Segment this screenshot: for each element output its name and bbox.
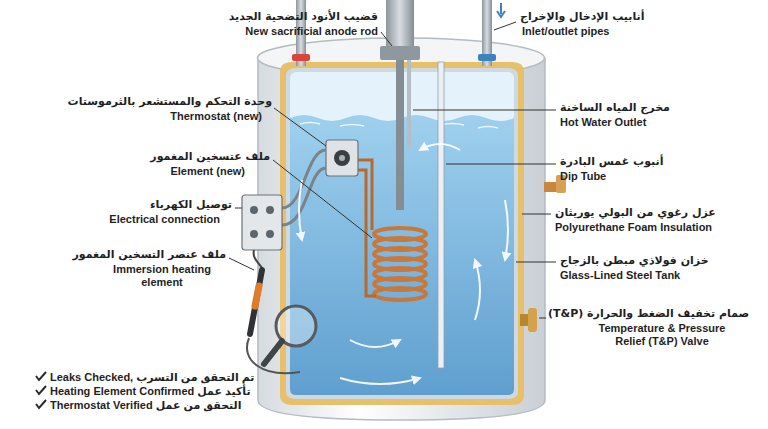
part-label: أنابيب الإدخال والإخراج (520, 11, 644, 24)
checklist-item: Heating Element Confirmed تأكيد عمل (50, 385, 251, 398)
part-label: Dip Tube (560, 170, 606, 183)
circulation-arrow (505, 200, 508, 260)
magnifier-handle (264, 341, 282, 364)
leader-line (539, 318, 546, 319)
part-label: Thermostat (new) (170, 110, 262, 123)
part-label: مخرج المياه الساخنة (560, 102, 670, 115)
cold-ring (478, 54, 496, 61)
circulation-arrow (350, 340, 400, 347)
leader-lines (229, 22, 556, 318)
leader-line (494, 22, 516, 30)
check-marks (36, 372, 46, 408)
part-label: ملف عتسخين المغمور (150, 151, 270, 164)
part-label: صمام تخفيف الضغط والحرارة (T&P) (548, 308, 749, 321)
check-mark (36, 400, 46, 408)
circulation-arrow (420, 144, 460, 150)
leader-line (522, 214, 551, 215)
part-label: توصيل الكهرباء (150, 199, 232, 212)
hot-ring (292, 54, 310, 61)
check-mark (36, 386, 46, 394)
element-lead (358, 160, 376, 296)
part-label: وحدة التحكم والمستشعر بالثرموستات (68, 96, 272, 109)
leader-line (446, 164, 556, 165)
part-label: Electrical connection (109, 213, 220, 226)
leader-line (235, 208, 242, 209)
part-label: Inlet/outlet pipes (522, 25, 609, 38)
thermostat-dial-center (339, 155, 345, 161)
part-label: عزل رغوي من البولي يوريثان (555, 207, 716, 220)
anode-rod (396, 60, 404, 210)
anode-fitting (380, 46, 420, 60)
checklist-item: Thermostat Verified التحقق من عمل (50, 399, 241, 412)
tester-probe (250, 270, 262, 334)
anode-fitting-pipe (386, 0, 414, 50)
terminal (250, 206, 258, 214)
cold-inflow-arrow (497, 3, 505, 17)
part-label: Temperature & Pressure Relief (T&P) Valv… (587, 322, 737, 347)
part-label: Hot Water Outlet (560, 116, 646, 129)
coil-turn (374, 288, 426, 300)
thermostat-dial (334, 150, 350, 166)
part-label: Element (new) (170, 165, 245, 178)
power-wire (282, 150, 326, 208)
part-label: Immersion heating element (102, 263, 222, 288)
tester-probe-grip (255, 286, 259, 306)
circulation-arrow (340, 378, 420, 384)
part-label: ملف عنصر التسخين المغمور (72, 249, 226, 262)
circulation-arrows (299, 144, 508, 384)
terminal (266, 206, 274, 214)
circulation-arrow (475, 260, 480, 320)
circulation-arrow (299, 180, 302, 240)
leader-line (381, 32, 392, 46)
tp-valve (528, 308, 537, 332)
heating-coil (374, 228, 426, 300)
part-label: Glass-Lined Steel Tank (560, 269, 680, 282)
thermostat-box (326, 140, 358, 176)
leader-line (229, 258, 254, 270)
dip-tube (438, 62, 444, 368)
part-label: Polyurethane Foam Insulation (555, 221, 712, 234)
part-label: New sacrificial anode rod (245, 25, 378, 38)
terminal (250, 230, 258, 238)
check-mark (36, 372, 46, 380)
checklist-item: Leaks Checked, تم التحقق من التسرب (50, 371, 255, 384)
part-label: قضيب الأنود التضحية الجديد (229, 11, 378, 24)
tank-shell (258, 58, 545, 420)
electrical-box (242, 195, 282, 250)
leader-line (413, 110, 556, 111)
terminal (266, 230, 274, 238)
probe-cable (254, 250, 262, 268)
leader-line (273, 160, 372, 238)
leader-line (516, 262, 556, 263)
hot-water-outlet-tube (407, 60, 411, 150)
part-label: خزان فولاذي مبطن بالزجاج (560, 255, 709, 268)
part-label: أنبوب غمس البادرة (560, 156, 663, 169)
leader-line (274, 108, 326, 146)
